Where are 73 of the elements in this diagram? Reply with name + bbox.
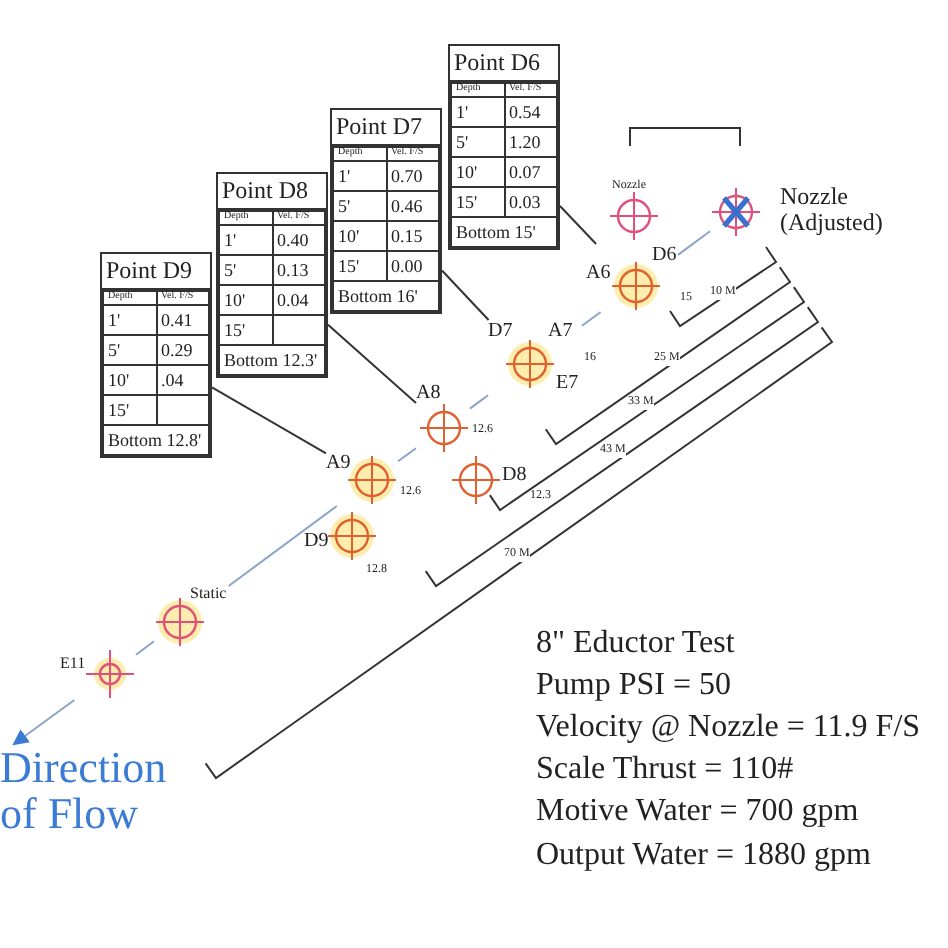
point-label: D8: [502, 464, 527, 486]
table-cell: 5': [333, 191, 386, 221]
table-cell: 15': [451, 187, 504, 217]
table-cell: 1.20: [504, 127, 557, 157]
data-table: [330, 108, 442, 314]
table-cell: 0.40: [272, 225, 325, 255]
table-title: Point D6: [450, 46, 558, 82]
table-cell: 10': [451, 157, 504, 187]
table-cell: 1': [219, 225, 272, 255]
table-cell: 0.07: [504, 157, 557, 187]
point-label: A9: [326, 452, 351, 474]
table-cell: 0.04: [272, 285, 325, 315]
point-label: A8: [416, 382, 441, 404]
point-label: D9: [304, 530, 329, 552]
table-cell: 15': [103, 395, 156, 425]
table-cell: 0.54: [504, 97, 557, 127]
point-label: E11: [60, 656, 86, 674]
table-cell: 5': [219, 255, 272, 285]
table-cell: 0.29: [156, 335, 209, 365]
table-cell: 10': [103, 365, 156, 395]
leader-line: [559, 204, 598, 245]
table-title: Point D8: [218, 174, 326, 210]
point-label: A6: [586, 262, 611, 284]
leader-line: [211, 386, 327, 455]
test-note: Scale Thrust = 110#: [536, 752, 794, 788]
table-cell: Bottom 16': [333, 281, 439, 311]
point-label: Static: [190, 586, 227, 604]
survey-point: [586, 244, 678, 312]
table-cell: Bottom 12.3': [219, 345, 325, 375]
point-label: D6: [652, 244, 677, 266]
table-cell: Bottom 15': [451, 217, 557, 247]
data-table: [448, 44, 560, 250]
table-cell: 0.15: [386, 221, 439, 251]
flow-arrow: [12, 699, 76, 746]
survey-point: [416, 382, 470, 454]
test-note: 8" Eductor Test: [536, 626, 735, 662]
test-note: Output Water = 1880 gpm: [536, 838, 871, 874]
table-title: Point D7: [332, 110, 440, 146]
table-cell: .04: [156, 365, 209, 395]
table-cell: 0.03: [504, 187, 557, 217]
leader-line: [327, 323, 417, 405]
test-note: Motive Water = 700 gpm: [536, 794, 859, 830]
point-label: D7: [488, 320, 513, 342]
table-cell: 10': [219, 285, 272, 315]
table-cell: 15': [219, 315, 272, 345]
table-cell: Bottom 12.8': [103, 425, 209, 455]
survey-point: [304, 510, 378, 562]
survey-point: [608, 180, 660, 242]
table-cell: 1': [333, 161, 386, 191]
flow-direction-label: Direction of Flow: [0, 744, 167, 837]
table-cell: 0.13: [272, 255, 325, 285]
survey-point: [326, 452, 398, 506]
data-table: [100, 252, 212, 458]
table-cell: 1': [103, 305, 156, 335]
table-cell: 15': [333, 251, 386, 281]
test-note: Velocity @ Nozzle = 11.9 F/S: [536, 710, 921, 746]
table-cell: 0.46: [386, 191, 439, 221]
table-cell: 0.00: [386, 251, 439, 281]
point-label: E7: [556, 372, 579, 394]
table-cell: 0.41: [156, 305, 209, 335]
survey-point: [60, 648, 136, 700]
table-cell: 5': [451, 127, 504, 157]
table-cell: 0.70: [386, 161, 439, 191]
table-cell: 1': [451, 97, 504, 127]
table-title: Point D9: [102, 254, 210, 290]
leader-line: [441, 269, 490, 321]
test-note: Pump PSI = 50: [536, 668, 731, 704]
table-cell: 5': [103, 335, 156, 365]
point-label: A7: [548, 320, 573, 342]
data-table: [216, 172, 328, 378]
point-label: Nozzle (Adjusted): [780, 184, 885, 237]
survey-point: [450, 454, 528, 506]
table-cell: 10': [333, 221, 386, 251]
